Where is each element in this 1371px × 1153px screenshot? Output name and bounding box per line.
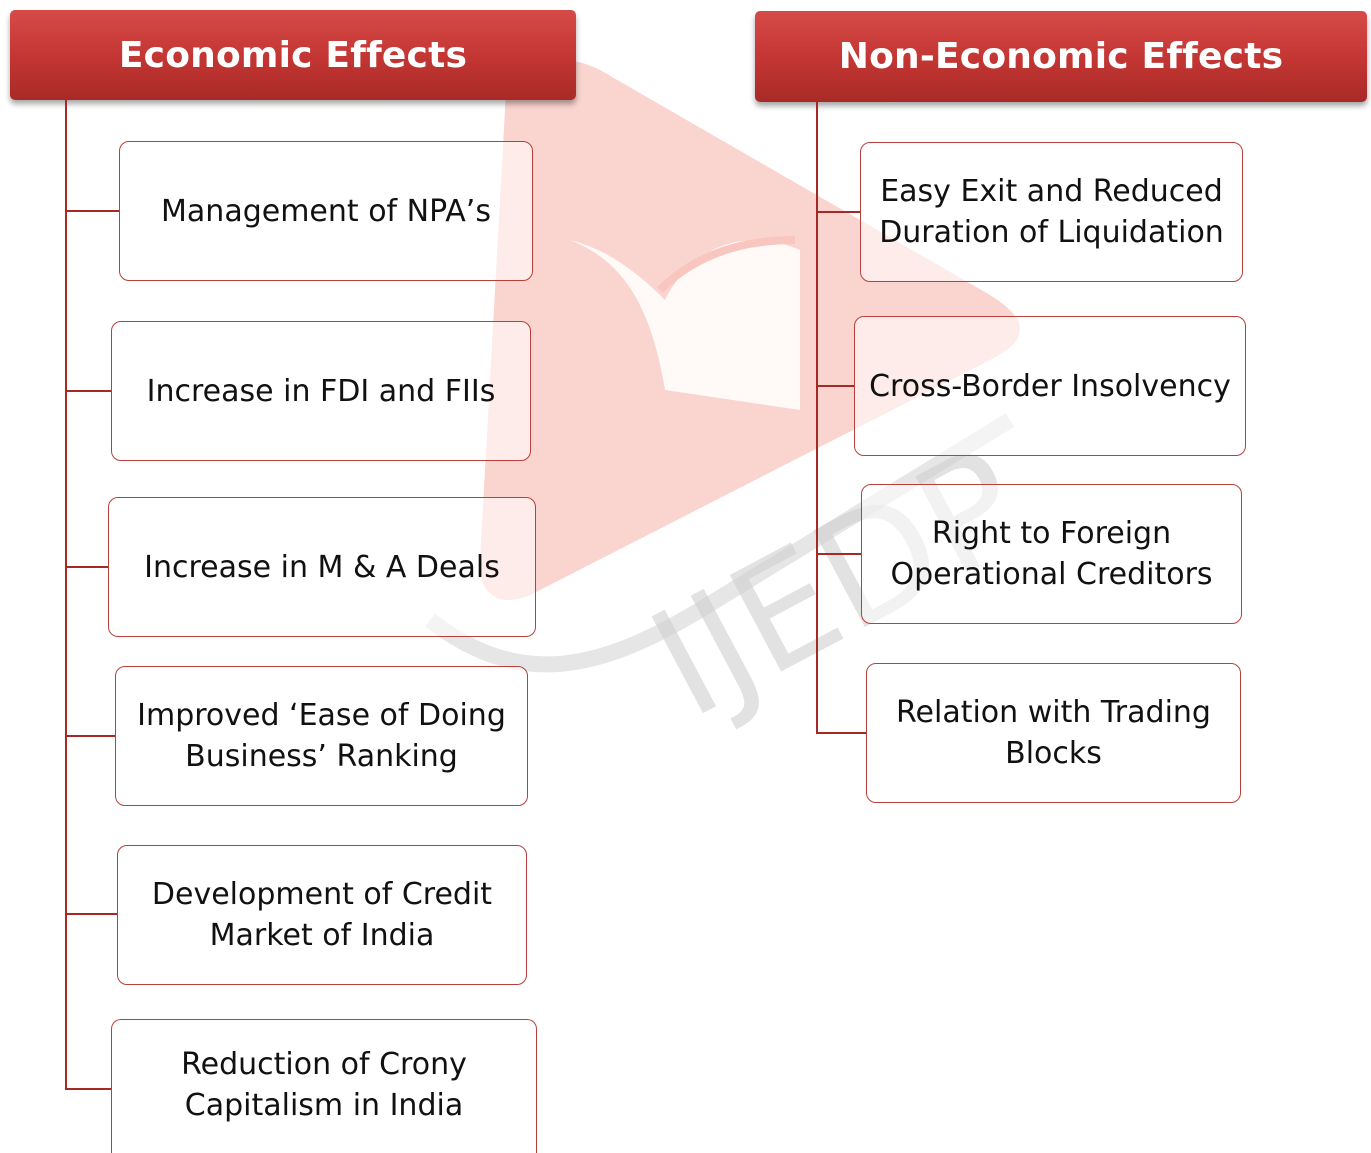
non-economic-item-label: Cross-Border Insolvency	[869, 368, 1231, 404]
economic-item-label: Increase in M & A Deals	[144, 549, 500, 585]
economic-effects-header: Economic Effects	[10, 10, 576, 100]
non-economic-branch-3	[816, 553, 861, 555]
economic-item-box: Improved ‘Ease of Doing Business’ Rankin…	[115, 666, 528, 806]
watermark-book-icon	[570, 240, 800, 410]
economic-item-label: Reduction of Crony Capitalism in India	[181, 1046, 467, 1123]
economic-branch-1	[65, 210, 119, 212]
economic-item-box: Increase in FDI and FIIs	[111, 321, 531, 461]
non-economic-item-label: Relation with Trading Blocks	[896, 695, 1211, 771]
economic-item-label: Improved ‘Ease of Doing Business’ Rankin…	[137, 698, 506, 774]
non-economic-branch-1	[816, 211, 860, 213]
economic-item-box: Reduction of Crony Capitalism in India	[111, 1019, 537, 1153]
economic-branch-6	[65, 1088, 111, 1090]
economic-branch-3	[65, 566, 108, 568]
non-economic-effects-header: Non-Economic Effects	[755, 11, 1367, 102]
economic-item-box: Management of NPA’s	[119, 141, 533, 281]
economic-item-label: Increase in FDI and FIIs	[146, 373, 496, 409]
non-economic-item-box: Relation with Trading Blocks	[866, 663, 1241, 803]
economic-branch-4	[65, 735, 115, 737]
economic-item-label: Management of NPA’s	[161, 193, 491, 229]
non-economic-branch-2	[816, 385, 854, 387]
non-economic-item-label: Easy Exit and Reduced Duration of Liquid…	[879, 174, 1224, 250]
non-economic-branch-4	[816, 732, 866, 734]
watermark-swoosh	[657, 236, 796, 293]
non-economic-item-box: Right to Foreign Operational Creditors	[861, 484, 1242, 624]
economic-item-label: Development of Credit Market of India	[151, 877, 493, 953]
non-economic-item-box: Easy Exit and Reduced Duration of Liquid…	[860, 142, 1243, 282]
economic-branch-2	[65, 390, 111, 392]
non-economic-item-label: Right to Foreign Operational Creditors	[890, 516, 1213, 592]
economic-item-box: Increase in M & A Deals	[108, 497, 536, 637]
economic-effects-title: Economic Effects	[118, 34, 468, 76]
non-economic-trunk-line	[816, 102, 818, 734]
economic-branch-5	[65, 913, 117, 915]
economic-trunk-line	[65, 100, 67, 1090]
non-economic-effects-title: Non-Economic Effects	[838, 36, 1284, 77]
economic-item-box: Development of Credit Market of India	[117, 845, 527, 985]
non-economic-item-box: Cross-Border Insolvency	[854, 316, 1246, 456]
